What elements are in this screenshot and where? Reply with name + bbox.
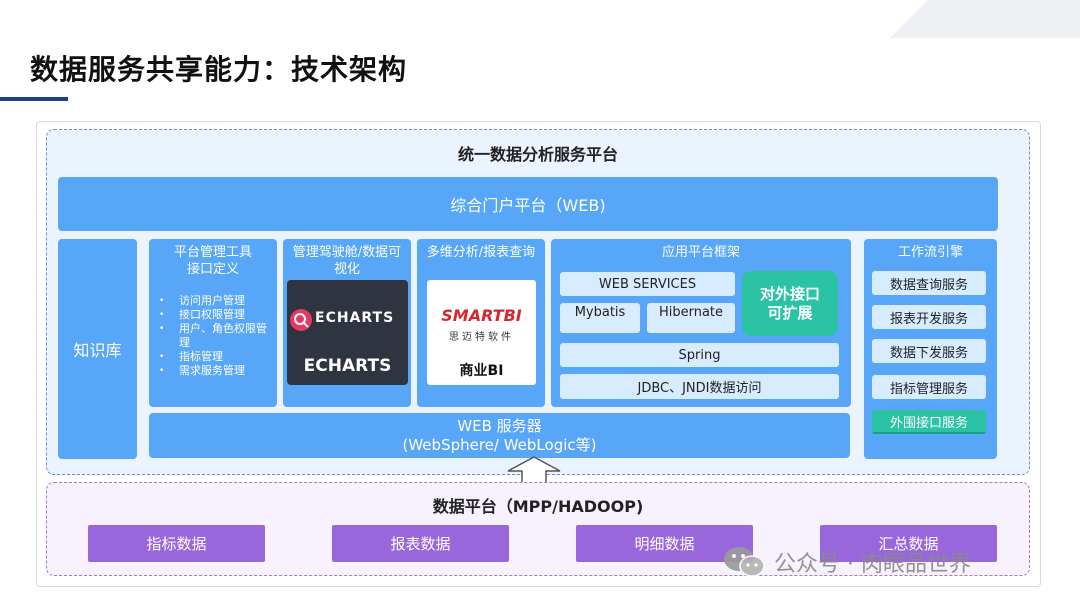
web-server-examples: (WebSphere/ WebLogic等): [402, 435, 597, 454]
data-item-report: 报表数据: [332, 525, 509, 562]
workflow-item-indicator: 指标管理服务: [872, 375, 986, 399]
workflow-title: 工作流引擎: [897, 245, 963, 260]
wechat-icon: [724, 547, 765, 577]
list-item: 用户、角色权限管理: [159, 322, 271, 350]
smartbi-caption: 商业BI: [459, 363, 504, 379]
data-platform-title: 数据平台（MPP/HADOOP): [432, 497, 644, 516]
portal-bar: 综合门户平台（WEB): [58, 177, 998, 231]
workflow-item-external: 外围接口服务: [872, 410, 986, 434]
smartbi-logo-subtext: 思迈特软件: [449, 332, 514, 343]
external-interface-highlight: 对外接口 可扩展: [742, 271, 838, 336]
multidim-title: 多维分析/报表查询: [426, 245, 536, 260]
data-item-summary: 汇总数据: [820, 525, 997, 562]
diagram-frame: [36, 121, 1041, 587]
data-item-indicator: 指标数据: [88, 525, 265, 562]
watermark-text: 公众号 · 肉眼品世界: [774, 552, 971, 577]
smartbi-logo-text: SMARTBI: [441, 306, 522, 325]
hibernate-box: Hibernate: [647, 303, 735, 333]
knowledge-base: 知识库: [58, 239, 137, 459]
workflow-item-query: 数据查询服务: [872, 271, 986, 295]
web-server-title: WEB 服务器: [457, 416, 542, 435]
smartbi-logo-card: SMARTBI 思迈特软件 商业BI: [427, 280, 536, 385]
corner-decoration: [890, 0, 1080, 38]
list-item: 需求服务管理: [159, 364, 271, 378]
mybatis-box: Mybatis: [560, 303, 640, 333]
title-underline: [0, 97, 68, 101]
list-item: 访问用户管理: [159, 294, 271, 308]
platform-tools-column: 平台管理工具 接口定义 访问用户管理 接口权限管理 用户、角色权限管理 指标管理…: [149, 239, 277, 407]
page-title: 数据服务共享能力：技术架构: [30, 53, 408, 86]
web-services-box: WEB SERVICES: [560, 272, 735, 296]
spring-box: Spring: [560, 343, 839, 367]
echarts-logo-text: ECHARTS: [315, 310, 395, 326]
data-item-detail: 明细数据: [576, 525, 753, 562]
echarts-caption: ECHARTS: [303, 356, 392, 376]
jdbc-box: JDBC、JNDI数据访问: [560, 374, 839, 399]
watermark: 公众号 · 肉眼品世界: [722, 544, 971, 580]
web-server-bar: WEB 服务器 (WebSphere/ WebLogic等): [149, 413, 850, 458]
list-item: 指标管理: [159, 350, 271, 364]
workflow-item-report: 报表开发服务: [872, 305, 986, 329]
cockpit-title: 管理驾驶舱/数据可视化: [292, 245, 402, 277]
platform-tools-list: 访问用户管理 接口权限管理 用户、角色权限管理 指标管理 需求服务管理: [159, 294, 271, 378]
platform-tools-title: 平台管理工具 接口定义: [173, 245, 252, 277]
workflow-item-distribution: 数据下发服务: [872, 339, 986, 363]
list-item: 接口权限管理: [159, 308, 271, 322]
framework-title: 应用平台框架: [661, 245, 740, 260]
echarts-logo-card: ECHARTS ECHARTS: [287, 280, 408, 385]
unified-platform-title: 统一数据分析服务平台: [457, 145, 618, 164]
echarts-logo-icon: [290, 309, 312, 331]
